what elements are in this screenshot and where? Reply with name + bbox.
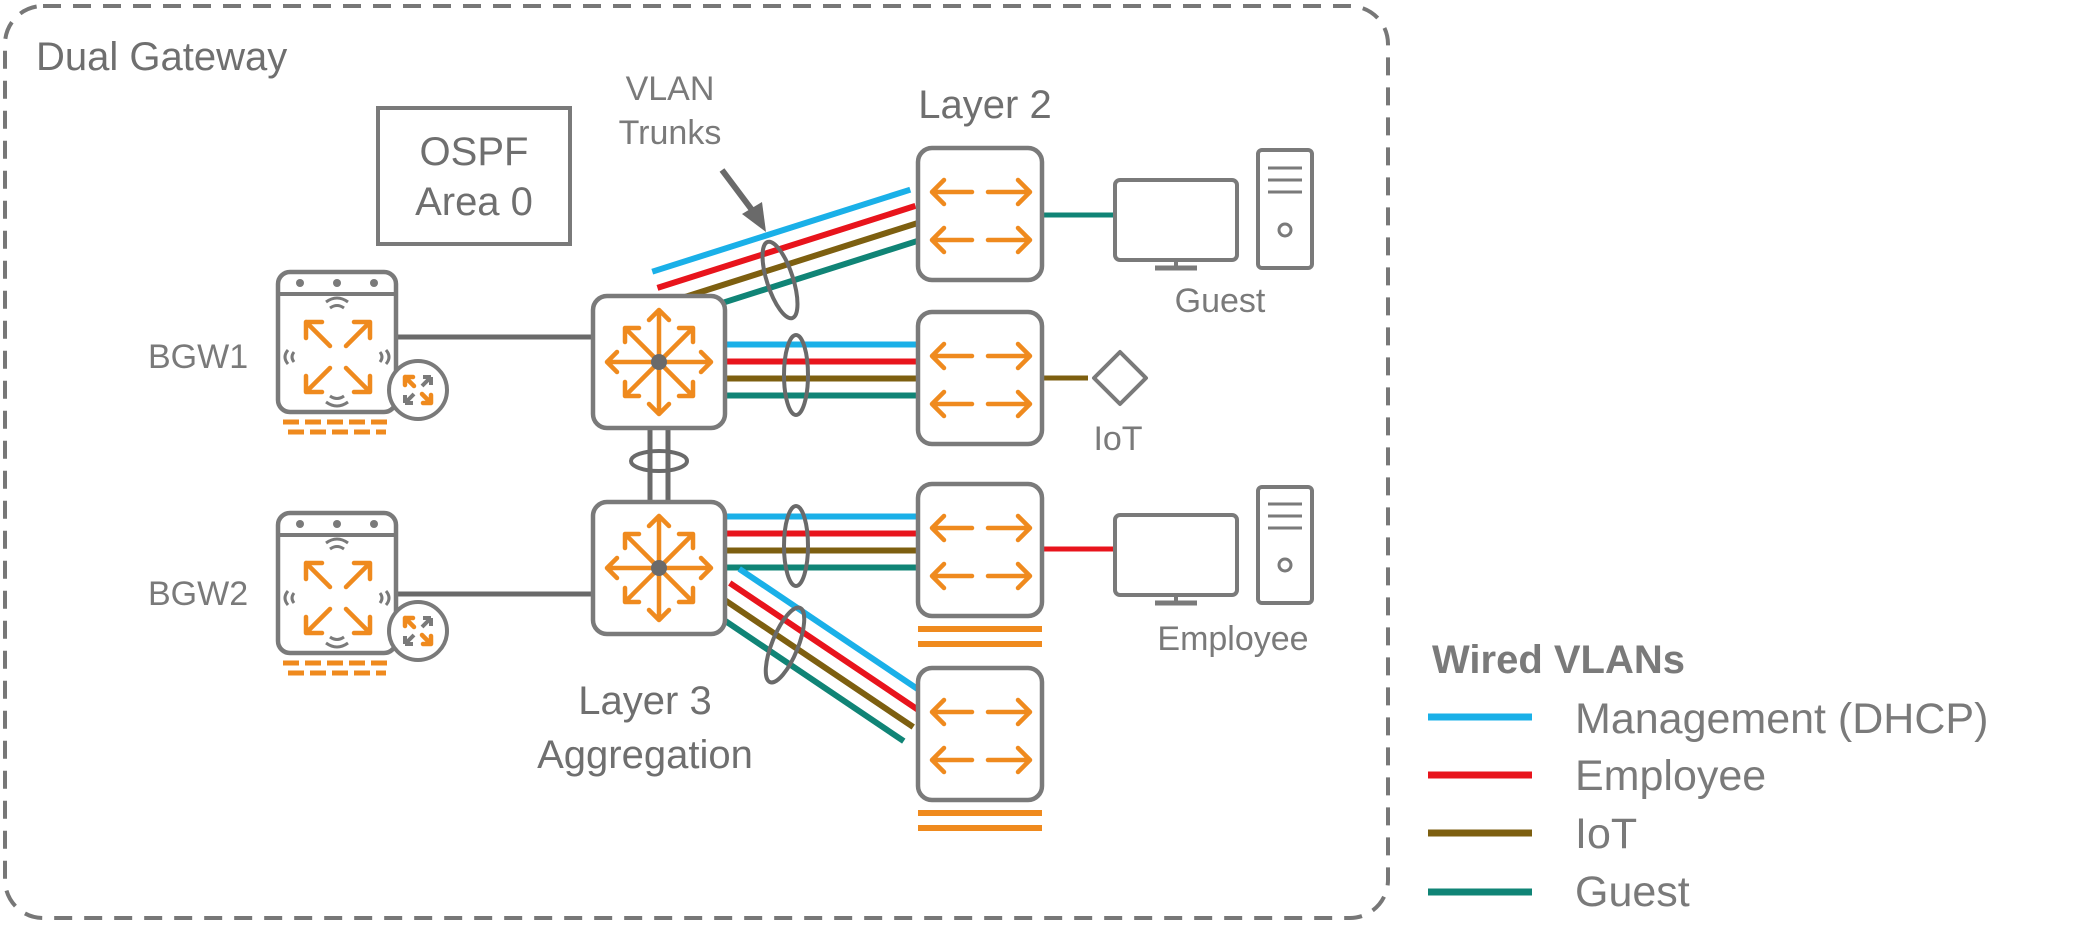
layer2-switch-4[interactable] [915,665,1045,831]
layer2-switch-3[interactable] [915,481,1045,647]
trunk-agg2-sw4-vlan-1 [737,566,934,702]
legend-label-guest: Guest [1575,868,1690,916]
switch-arrows-icon [929,341,1033,419]
trunk-agg1-sw1-vlan-1 [651,186,912,275]
ospf-label-line2: Area 0 [415,180,533,224]
multilayer-switch-arrows-icon [604,513,714,623]
container-title: Dual Gateway [36,35,287,79]
lag-ring-trunk-2 [782,333,810,417]
legend-title: Wired VLANs [1432,638,1685,682]
legend-label-management: Management (DHCP) [1575,695,1988,743]
layer2-label: Layer 2 [918,83,1051,127]
employee-label: Employee [1157,620,1308,658]
vlan-trunks-label-line1: VLAN [626,70,715,108]
gateway-bgw1[interactable] [275,269,449,435]
lag-ring-trunk-1 [760,239,800,321]
trunk-agg1-sw1-vlan-3 [661,219,922,307]
vlan-trunk-bundles [651,186,934,744]
lag-ring-trunk-4 [763,605,807,685]
trunk-agg2-sw4-vlan-4 [709,608,906,744]
ospf-label-line1: OSPF [420,130,529,174]
lag-ring-agg [629,449,689,473]
aggregation-switch-2[interactable] [590,499,728,637]
router-arrows-icon [303,319,373,395]
trunk-agg2-sw4-vlan-3 [718,594,915,730]
tower-pc-icon [1256,148,1314,270]
tower-pc-icon [1256,485,1314,605]
router-arrows-icon [303,560,373,636]
sd-branch-badge-icon [387,359,449,421]
aggregation-switch-1[interactable] [590,293,728,431]
legend: Wired VLANs Management (DHCP) Employee I… [1428,638,1988,916]
lag-ring-trunk-3 [782,504,810,588]
switch-arrows-icon [929,177,1033,255]
switch-arrows-icon [929,697,1033,775]
multilayer-switch-arrows-icon [604,307,714,417]
dual-gateway-container [3,4,1390,920]
bgw2-label: BGW2 [148,575,248,613]
stack-bars-icon [918,626,1042,647]
trunk-agg2-sw4-vlan-2 [728,580,925,716]
layer3-label-line2: Aggregation [537,733,753,777]
legend-label-employee: Employee [1575,752,1766,800]
legend-label-iot: IoT [1575,810,1637,858]
wireless-icon [283,537,391,649]
employee-workstation[interactable] [1113,485,1314,606]
switch-arrows-icon [929,513,1033,591]
layer2-switch-2[interactable] [915,309,1045,447]
gateway-bgw2[interactable] [275,510,449,676]
wireless-icon [283,296,391,408]
arrow-icon [719,168,766,232]
vlan-trunks-label-line2: Trunks [619,114,722,152]
iot-diamond-icon [1092,350,1148,406]
stack-bars-icon [918,810,1042,831]
layer2-switch-1[interactable] [915,145,1045,283]
layer3-label-line1: Layer 3 [578,679,711,723]
trunk-agg1-sw1-vlan-2 [656,203,917,291]
monitor-icon [1113,513,1239,606]
dashed-base-icon [283,660,391,676]
ospf-area-box [376,106,572,246]
monitor-icon [1113,178,1239,271]
bgw1-label: BGW1 [148,338,248,376]
guest-workstation[interactable] [1113,148,1314,271]
sd-branch-badge-icon [387,600,449,662]
dashed-base-icon [283,419,391,435]
guest-label: Guest [1175,282,1266,320]
iot-device[interactable] [1092,350,1148,406]
iot-label: IoT [1093,420,1142,458]
